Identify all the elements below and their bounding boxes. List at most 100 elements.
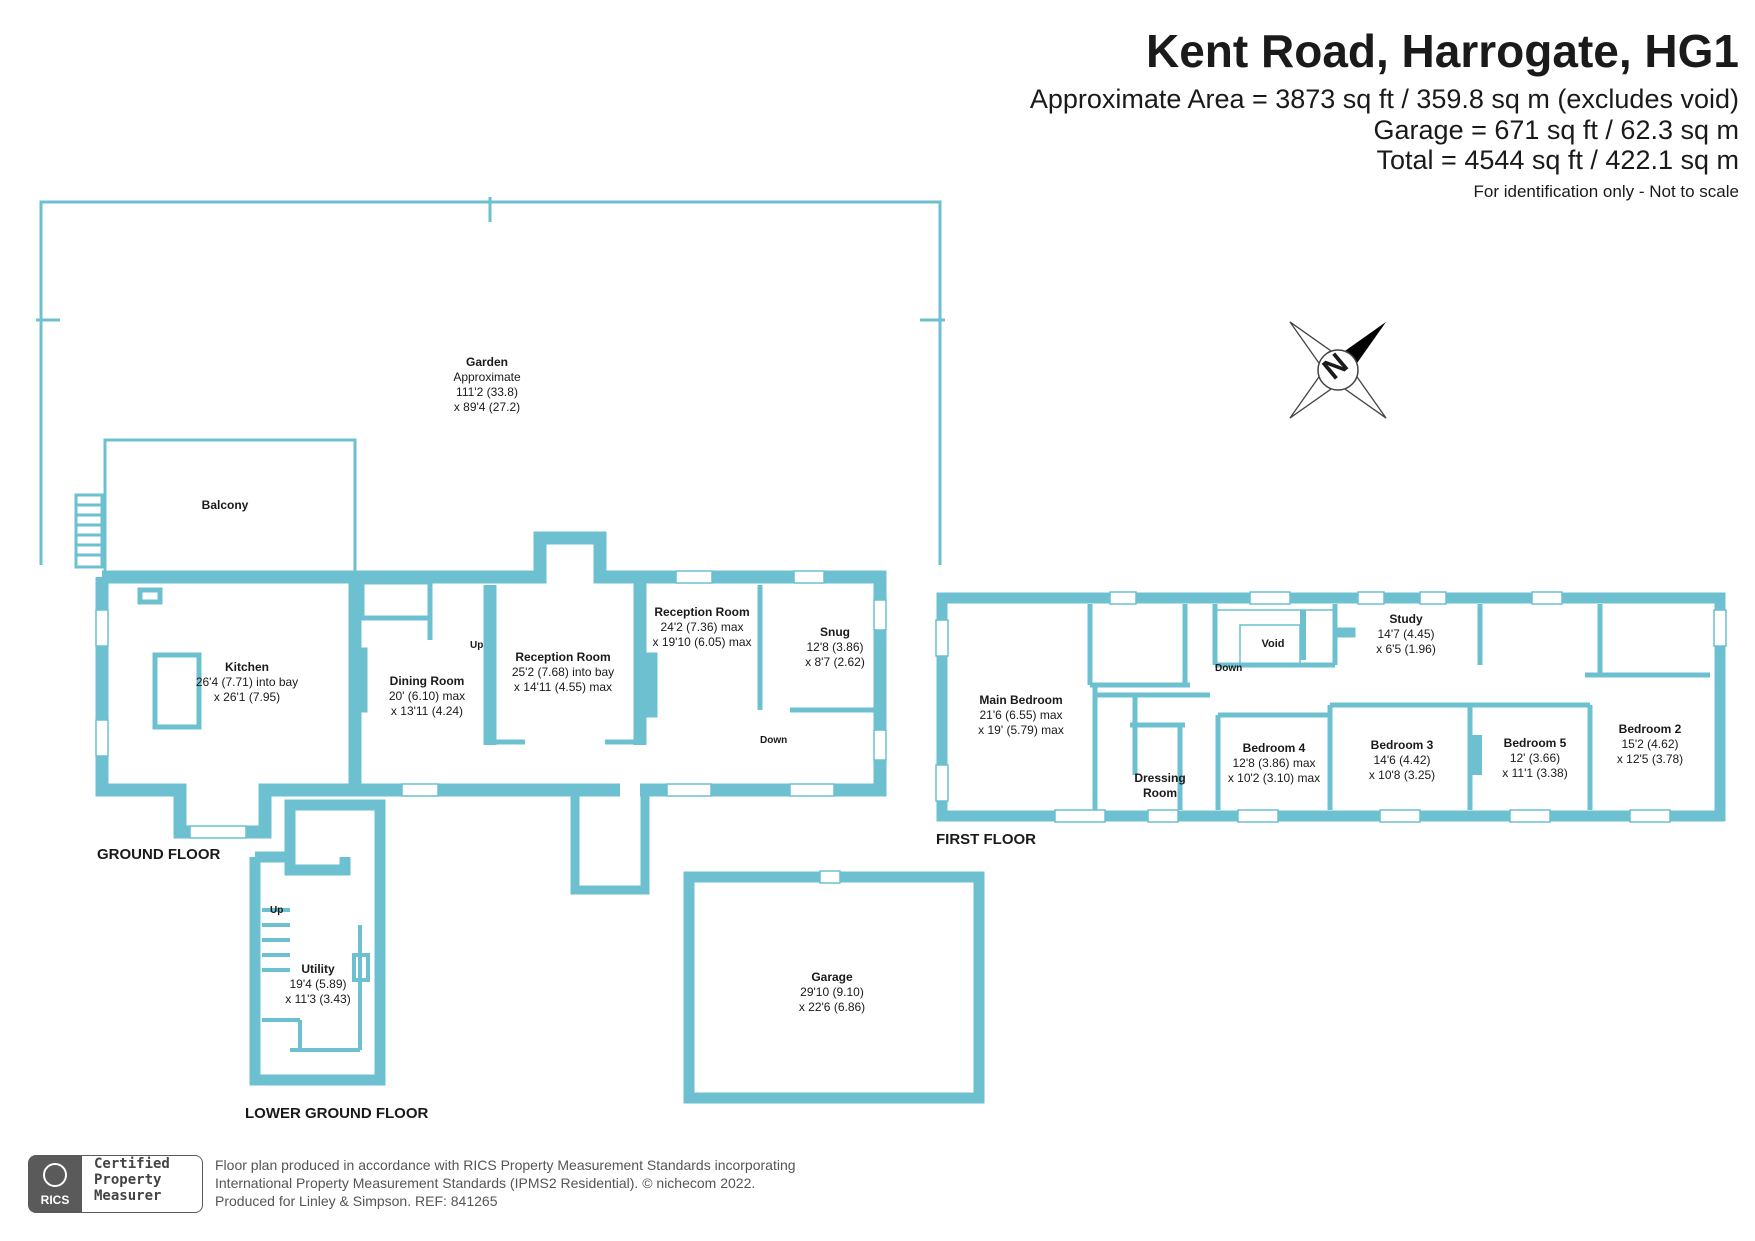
room-detail: x 8'7 (2.62) — [805, 655, 865, 669]
lower-ground-inner — [262, 908, 370, 1052]
room-name: Bedroom 2 — [1618, 722, 1682, 736]
room-detail: 111'2 (33.8) — [456, 385, 518, 399]
room-name: Garage — [811, 970, 853, 984]
room-detail: x 6'5 (1.96) — [1376, 642, 1436, 656]
room-snug: Snug 12'8 (3.86) x 8'7 (2.62) — [805, 625, 865, 670]
room-detail: x 89'4 (27.2) — [453, 400, 521, 414]
ground-windows — [95, 570, 887, 839]
room-detail: 26'4 (7.71) into bay — [195, 675, 299, 689]
room-garden: Garden Approximate 111'2 (33.8) x 89'4 (… — [453, 355, 520, 415]
first-floor-stairs — [1215, 609, 1335, 666]
room-reception-1: Reception Room 25'2 (7.68) into bay x 14… — [512, 650, 614, 695]
room-detail: x 13'11 (4.24) — [390, 704, 464, 718]
property-title: Kent Road, Harrogate, HG1 — [1146, 25, 1739, 77]
room-bedroom-2: Bedroom 2 15'2 (4.62) x 12'5 (3.78) — [1617, 722, 1683, 767]
room-dining: Dining Room 20' (6.10) max x 13'11 (4.24… — [389, 674, 465, 719]
footer-line: Produced for Linley & Simpson. REF: 8412… — [215, 1193, 498, 1209]
room-name: Kitchen — [224, 660, 270, 674]
room-name: Bedroom 5 — [1503, 736, 1567, 750]
room-name: Snug — [820, 625, 850, 639]
room-detail: x 19' (5.79) max — [978, 723, 1064, 737]
certified-measurer-text: Certified Property Measurer — [82, 1155, 203, 1213]
room-name: Garden — [465, 355, 508, 369]
room-name: Main Bedroom — [979, 693, 1063, 707]
room-name: Bedroom 3 — [1370, 738, 1434, 752]
first-floor-label: FIRST FLOOR — [936, 831, 1036, 848]
lower-ground-floor-label: LOWER GROUND FLOOR — [245, 1105, 429, 1122]
lower-ground-walls — [249, 799, 386, 1086]
room-name: Balcony — [201, 498, 249, 512]
room-detail: x 19'10 (6.05) max — [652, 635, 752, 649]
room-detail: x 22'6 (6.86) — [798, 1000, 866, 1014]
compass-rose — [1289, 321, 1387, 419]
badge-line: Property — [94, 1172, 162, 1188]
room-detail: 14'6 (4.42) — [1373, 753, 1431, 767]
badge-line: Measurer — [94, 1188, 162, 1204]
room-detail: x 11'3 (3.43) — [285, 992, 351, 1006]
porch — [570, 795, 650, 895]
first-floor-walls — [936, 592, 1726, 822]
rics-logo-text: RICS — [40, 1193, 70, 1207]
room-reception-2: Reception Room 24'2 (7.36) max x 19'10 (… — [652, 605, 751, 650]
room-detail: 20' (6.10) max — [388, 689, 466, 703]
stair-up-label: Up — [270, 905, 284, 916]
room-utility: Utility 19'4 (5.89) x 11'3 (3.43) — [285, 962, 350, 1007]
room-bedroom-4: Bedroom 4 12'8 (3.86) max x 10'2 (3.10) … — [1228, 741, 1320, 786]
garden-boundary — [36, 197, 945, 565]
room-detail: 14'7 (4.45) — [1377, 627, 1435, 641]
room-name: Dressing — [1134, 771, 1186, 785]
footer-disclaimer: Floor plan produced in accordance with R… — [215, 1156, 796, 1210]
room-bedroom-5: Bedroom 5 12' (3.66) x 11'1 (3.38) — [1502, 736, 1567, 781]
room-detail: 12' (3.66) — [1509, 751, 1561, 765]
ground-floor-label: GROUND FLOOR — [97, 846, 221, 863]
identification-note: For identification only - Not to scale — [1473, 182, 1739, 201]
stair-down-label: Down — [760, 735, 788, 746]
room-main-bedroom: Main Bedroom 21'6 (6.55) max x 19' (5.79… — [978, 693, 1064, 738]
room-name: Void — [1261, 638, 1285, 650]
room-detail: x 10'2 (3.10) max — [1227, 771, 1321, 785]
room-detail: x 12'5 (3.78) — [1616, 752, 1684, 766]
room-garage: Garage 29'10 (9.10) x 22'6 (6.86) — [799, 970, 865, 1015]
room-detail: 19'4 (5.89) — [289, 977, 347, 991]
room-balcony: Balcony — [202, 498, 249, 513]
badge-line: Certified — [94, 1156, 170, 1172]
room-void: Void — [1261, 637, 1284, 652]
room-detail: 12'8 (3.86) max — [1232, 756, 1316, 770]
rics-logo: RICS — [28, 1155, 82, 1213]
room-dressing: Dressing Room — [1134, 771, 1185, 801]
first-floor-thick — [1300, 610, 1482, 775]
garage-area: Garage = 671 sq ft / 62.3 sq m — [1373, 115, 1739, 145]
approximate-area: Approximate Area = 3873 sq ft / 359.8 sq… — [1029, 84, 1739, 114]
total-area: Total = 4544 sq ft / 422.1 sq m — [1376, 145, 1739, 175]
room-detail: 29'10 (9.10) — [800, 985, 864, 999]
room-name: Bedroom 4 — [1242, 741, 1306, 755]
footer-line: Floor plan produced in accordance with R… — [215, 1157, 796, 1173]
balcony-outline — [74, 438, 357, 572]
room-name: Study — [1389, 612, 1423, 626]
room-detail: 21'6 (6.55) max — [979, 708, 1063, 722]
room-detail: x 26'1 (7.95) — [213, 690, 281, 704]
room-detail: 15'2 (4.62) — [1621, 737, 1679, 751]
first-windows — [935, 591, 1727, 823]
footer-line: International Property Measurement Stand… — [215, 1175, 756, 1191]
room-name: Dining Room — [389, 674, 465, 688]
room-kitchen: Kitchen 26'4 (7.71) into bay x 26'1 (7.9… — [196, 660, 298, 705]
stair-up-label: Up — [470, 640, 484, 651]
stair-down-label: Down — [1215, 663, 1243, 674]
garage-window — [819, 870, 841, 884]
room-detail: x 10'8 (3.25) — [1368, 768, 1436, 782]
room-detail: Approximate — [453, 370, 521, 384]
room-name: Reception Room — [515, 650, 611, 664]
room-name: Reception Room — [654, 605, 750, 619]
room-detail: Room — [1142, 786, 1177, 800]
room-detail: 25'2 (7.68) into bay — [511, 665, 615, 679]
room-name: Utility — [301, 962, 335, 976]
room-detail: 24'2 (7.36) max — [660, 620, 744, 634]
rics-lion-icon — [43, 1163, 67, 1187]
first-floor-inner — [1087, 604, 1723, 815]
ground-floor-inner — [137, 579, 875, 745]
room-bedroom-3: Bedroom 3 14'6 (4.42) x 10'8 (3.25) — [1369, 738, 1435, 783]
room-detail: x 14'11 (4.55) max — [513, 680, 613, 694]
room-detail: x 11'1 (3.38) — [1502, 766, 1568, 780]
